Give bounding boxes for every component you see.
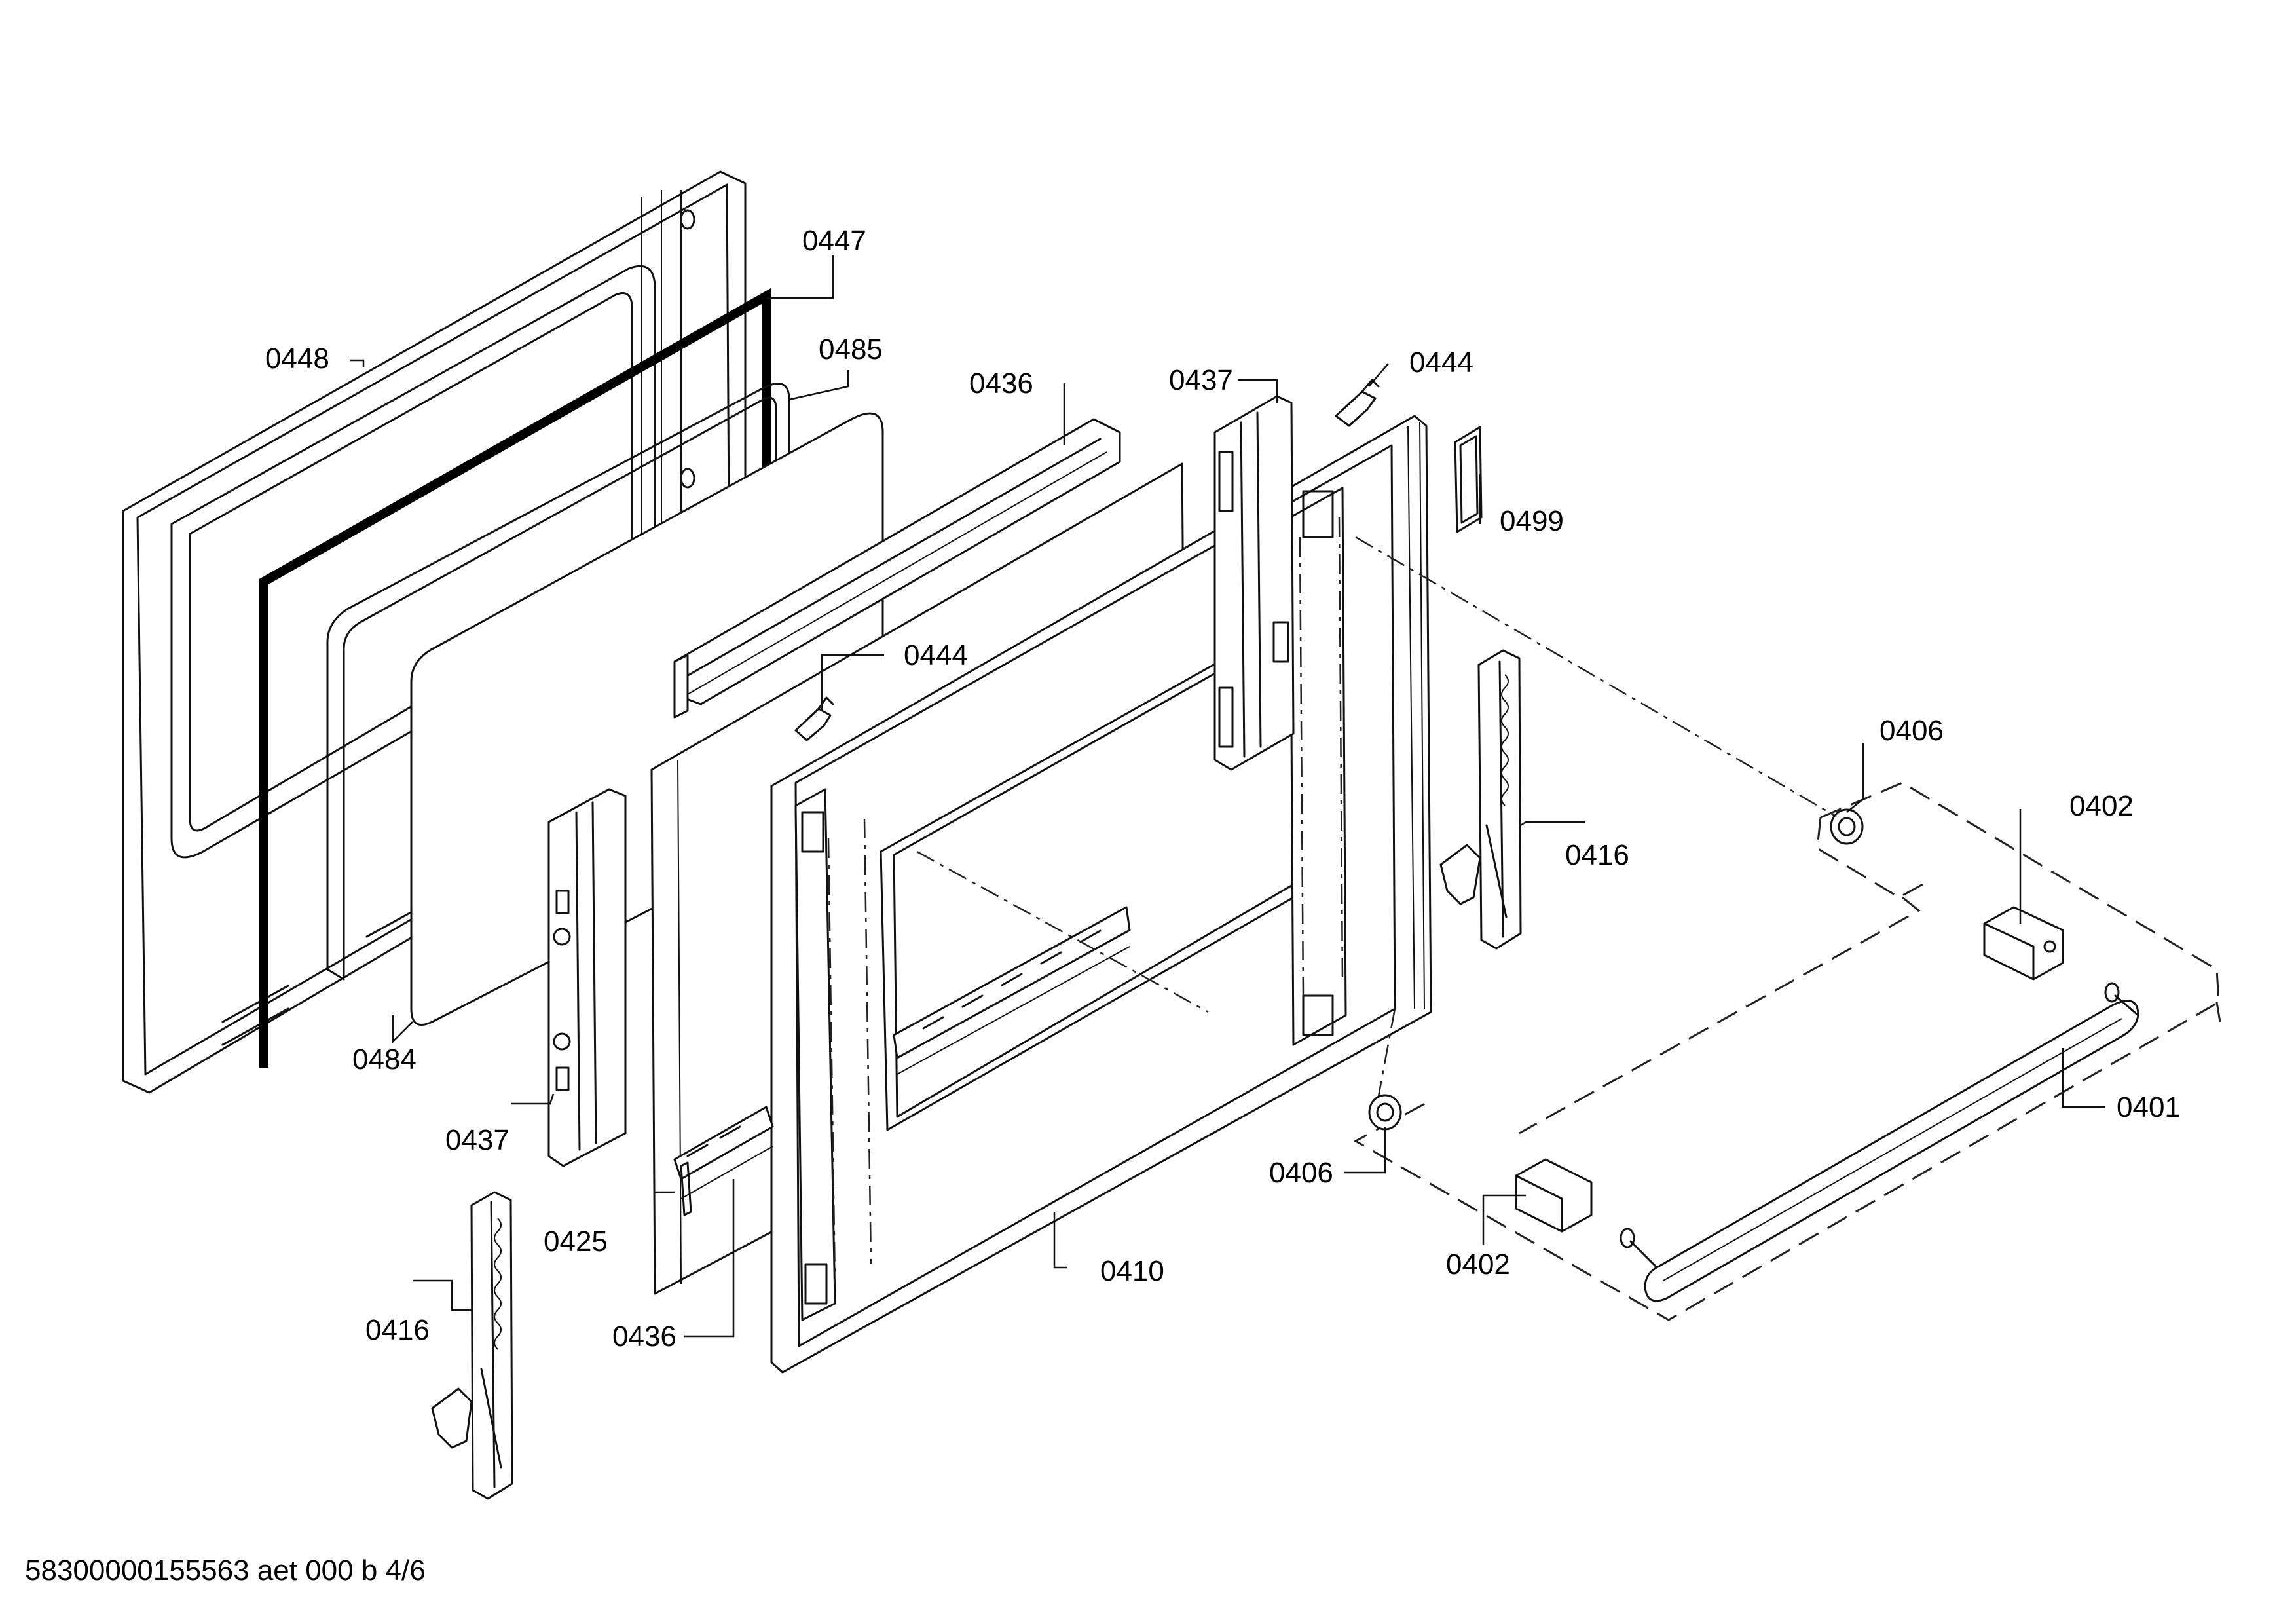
- callout-0436-upper: 0436: [969, 367, 1033, 400]
- part-frame-right-bracket: [1289, 487, 1347, 1046]
- callout-0406-upper: 0406: [1879, 715, 1944, 747]
- callout-0447: 0447: [802, 225, 866, 257]
- callout-0484: 0484: [352, 1043, 417, 1076]
- callout-0437-right: 0437: [1169, 364, 1233, 396]
- callout-0436-lower: 0436: [612, 1321, 676, 1353]
- part-0402-lower-handle-bracket: [1515, 1158, 1593, 1233]
- callout-labels: 0448 0447 0485 0436 0437 0444 0499 0444 …: [265, 225, 2181, 1353]
- part-0436-lower-rail: [673, 1106, 774, 1216]
- part-0406-lower-bushing: [1368, 1094, 1402, 1131]
- part-0499-label-strip: [1454, 426, 1483, 533]
- callout-0402-upper: 0402: [2069, 790, 2134, 822]
- callout-0402-lower: 0402: [1446, 1248, 1510, 1281]
- assembly-guide-lines: [916, 536, 2221, 1321]
- part-frame-left-bracket: [794, 788, 872, 1321]
- callout-0499: 0499: [1500, 505, 1564, 537]
- part-0436-upper-rail: [673, 418, 1121, 719]
- callout-leader-lines: [350, 255, 2105, 1338]
- callout-0437-left: 0437: [445, 1124, 509, 1156]
- callout-0416-left: 0416: [365, 1314, 430, 1346]
- part-0444-upper-clip: [1335, 379, 1380, 427]
- callout-0485: 0485: [819, 333, 883, 366]
- part-0406-upper-bushing: [1830, 808, 1864, 845]
- part-0484-inner-glass: [410, 412, 884, 1026]
- callout-0444-upper: 0444: [1409, 347, 1473, 379]
- callout-0416-right: 0416: [1565, 839, 1629, 871]
- callout-0444-middle: 0444: [904, 639, 968, 671]
- callout-0401: 0401: [2117, 1091, 2181, 1123]
- part-0416-right-hinge: [1439, 649, 1522, 950]
- callout-0406-lower: 0406: [1269, 1157, 1333, 1189]
- part-0402-upper-handle-bracket: [1983, 906, 2064, 981]
- part-inner-rail: [893, 906, 1131, 1075]
- part-0437-left-hinge-channel: [547, 788, 627, 1167]
- callout-0425: 0425: [544, 1226, 608, 1258]
- callout-0410: 0410: [1100, 1255, 1164, 1287]
- callout-0448: 0448: [265, 343, 329, 375]
- part-0401-door-handle: [1620, 982, 2139, 1302]
- part-0416-left-hinge: [431, 1191, 513, 1500]
- part-0437-right-hinge-channel: [1213, 395, 1295, 771]
- part-0485-gasket-frame: [326, 383, 790, 981]
- drawing-reference-footer: 58300000155563 aet 000 b 4/6: [25, 1554, 426, 1586]
